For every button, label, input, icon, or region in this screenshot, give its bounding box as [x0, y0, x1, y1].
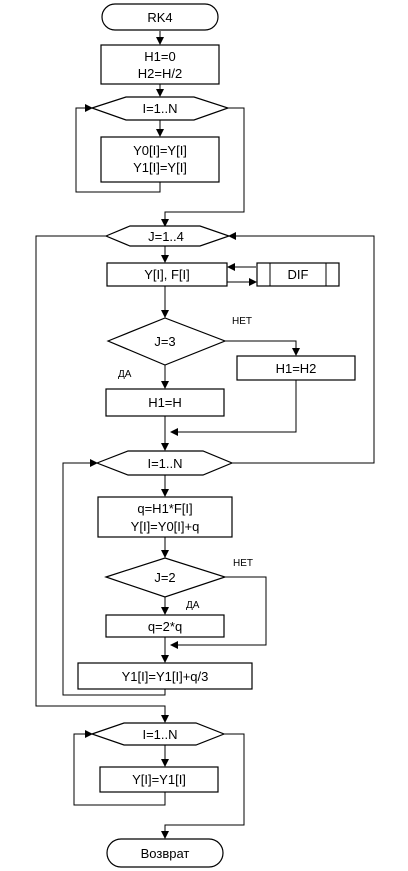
cond2-diamond: J=2: [104, 557, 227, 598]
copy-y0-text: Y0[I]=Y[I]: [133, 143, 187, 158]
end-terminator: Возврат: [106, 838, 224, 868]
connector-lines: [35, 31, 375, 839]
calc-process-box: q=H1*F[I] Y[I]=Y0[I]+q: [97, 496, 233, 538]
cond2-label: J=2: [154, 570, 175, 585]
final-process-box: Y[I]=Y1[I]: [99, 766, 219, 793]
call-process-box: Y[I], F[I]: [106, 262, 228, 287]
call-label: Y[I], F[I]: [144, 267, 190, 282]
assign-h2-box: H1=H2: [236, 355, 356, 381]
cond1-no-label: НЕТ: [232, 316, 252, 327]
init-h1-text: H1=0: [144, 49, 175, 64]
calc-y-text: Y[I]=Y0[I]+q: [131, 519, 200, 534]
loop3-label: I=1..N: [142, 727, 177, 742]
copy-process-box: Y0[I]=Y[I] Y1[I]=Y[I]: [100, 136, 220, 183]
cond2-yes-label: ДА: [186, 600, 200, 611]
cond1-yes-label: ДА: [118, 369, 132, 380]
init-process-box: H1=0 H2=H/2: [100, 44, 220, 85]
loop2-hexagon: I=1..N: [95, 450, 234, 476]
loop1-label: I=1..N: [142, 101, 177, 116]
accum-y1-text: Y1[I]=Y1[I]+q/3: [122, 669, 209, 684]
loop3-hexagon: I=1..N: [90, 722, 226, 746]
assign-h2-text: H1=H2: [276, 361, 317, 376]
cond2-no-label: НЕТ: [233, 558, 253, 569]
end-label: Возврат: [141, 846, 190, 861]
assign-h-text: H1=H: [148, 395, 182, 410]
loopj-label: J=1..4: [148, 229, 184, 244]
start-terminator: RK4: [101, 3, 219, 31]
cond1-label: J=3: [154, 334, 175, 349]
cond1-diamond: J=3: [106, 317, 227, 366]
accum-y1-box: Y1[I]=Y1[I]+q/3: [77, 662, 253, 690]
calc-q-text: q=H1*F[I]: [137, 501, 192, 516]
loop1-hexagon: I=1..N: [90, 96, 230, 121]
start-label: RK4: [147, 10, 172, 25]
loopj-hexagon: J=1..4: [104, 225, 231, 247]
assign-h-box: H1=H: [105, 388, 225, 417]
init-h2-text: H2=H/2: [138, 66, 182, 81]
loop2-label: I=1..N: [147, 456, 182, 471]
double-q-text: q=2*q: [148, 619, 182, 634]
dif-subroutine-box: DIF: [256, 262, 340, 287]
dif-label: DIF: [288, 267, 309, 282]
final-y-text: Y[I]=Y1[I]: [132, 772, 186, 787]
copy-y1-text: Y1[I]=Y[I]: [133, 160, 187, 175]
double-q-box: q=2*q: [105, 614, 225, 638]
